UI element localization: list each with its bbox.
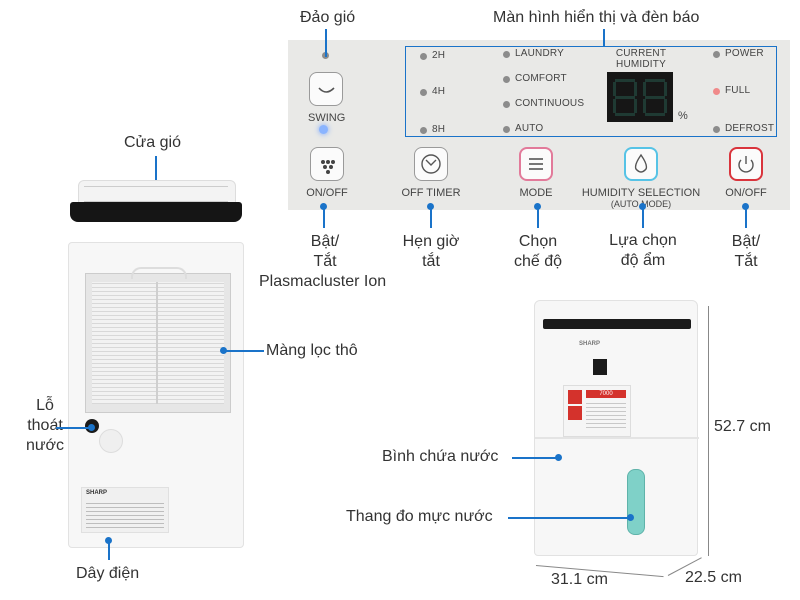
label-comfort: COMFORT	[515, 73, 567, 84]
dimension-width: 31.1 cm	[551, 571, 608, 588]
height-dimension-line	[708, 306, 709, 556]
off-timer-button[interactable]	[414, 147, 448, 181]
current-humidity-line1: CURRENT	[615, 48, 667, 59]
dimension-depth: 22.5 cm	[685, 569, 742, 586]
percent-sign: %	[678, 110, 688, 122]
mode-icon	[529, 158, 543, 170]
label-laundry: LAUNDRY	[515, 48, 565, 59]
swing-label: SWING	[308, 112, 346, 124]
control-panel: SWING 2H 4H 8H LAUNDRY COMFORT CONTINUOU…	[288, 40, 790, 210]
label-8h: 8H	[432, 124, 446, 135]
callout-humidity-line1: Lựa chọn	[609, 232, 677, 249]
callout-power-line1: Bật/	[731, 233, 761, 250]
rating-brand: SHARP	[86, 490, 108, 496]
led-4h	[420, 89, 427, 96]
callout-humidity: Lựa chọn độ ẩm	[602, 231, 684, 271]
led-auto	[503, 126, 510, 133]
callout-drain-line3: nước	[25, 437, 65, 454]
callout-humidity-line2: độ ẩm	[620, 252, 666, 269]
callout-mode-line2: chế độ	[513, 253, 563, 270]
dimension-height: 52.7 cm	[714, 418, 771, 435]
label-2h: 2H	[432, 50, 446, 61]
callout-power-line2: Tắt	[734, 253, 758, 270]
callout-cord: Dây điện	[76, 565, 140, 582]
led-power	[713, 51, 720, 58]
callout-plasmacluster-line1: Bật/	[310, 233, 340, 250]
plasmacluster-icon	[321, 160, 335, 174]
callout-drain: Lỗ thoát nước	[22, 396, 68, 456]
label-defrost: DEFROST	[725, 123, 775, 134]
callout-drain-line1: Lỗ	[36, 397, 54, 414]
filter-grille	[85, 273, 231, 413]
swing-icon	[318, 87, 335, 93]
led-laundry	[503, 51, 510, 58]
mode-label: MODE	[519, 187, 553, 199]
callout-display: Màn hình hiển thị và đèn báo	[493, 9, 700, 26]
led-defrost	[713, 126, 720, 133]
unit-front-view: SHARP 7000	[534, 300, 699, 556]
callout-tank: Bình chứa nước	[382, 448, 499, 465]
current-humidity-label: CURRENT HUMIDITY	[614, 48, 668, 70]
air-vent-cover	[70, 180, 242, 224]
power-onoff-label: ON/OFF	[725, 187, 767, 199]
humidity-lcd	[607, 72, 673, 122]
label-full: FULL	[725, 85, 751, 96]
power-button[interactable]	[729, 147, 763, 181]
rating-label: SHARP	[81, 487, 169, 533]
tank-seam	[535, 437, 699, 439]
swing-button[interactable]	[309, 72, 343, 106]
callout-drain-line2: thoát	[27, 417, 63, 434]
led-continuous	[503, 101, 510, 108]
callout-off-timer-line2: tắt	[422, 253, 440, 270]
callout-mode: Chọn chế độ	[503, 232, 573, 272]
led-comfort	[503, 76, 510, 83]
current-humidity-line2: HUMIDITY	[616, 59, 666, 70]
callout-off-timer-line1: Hẹn giờ	[402, 233, 460, 250]
led-full	[713, 88, 720, 95]
mode-button[interactable]	[519, 147, 553, 181]
callout-off-timer: Hẹn giờ tắt	[396, 232, 466, 272]
humidity-selection-button[interactable]	[624, 147, 658, 181]
label-4h: 4H	[432, 86, 446, 97]
callout-plasmacluster-line2: Tắt	[313, 253, 337, 270]
callout-mode-line1: Chọn	[518, 233, 558, 250]
label-auto: AUTO	[515, 123, 544, 134]
swing-active-led	[319, 125, 328, 134]
callout-plasmacluster-ion: Plasmacluster Ion	[259, 273, 387, 290]
unit-back-view: SHARP	[68, 242, 244, 548]
front-brand: SHARP	[579, 341, 601, 347]
callout-power: Bật/ Tắt	[712, 232, 780, 272]
callout-swing: Đảo gió	[300, 9, 356, 26]
callout-filter: Màng lọc thô	[266, 342, 358, 359]
droplet-icon	[634, 153, 648, 173]
front-air-outlet	[543, 319, 691, 329]
led-2h	[420, 53, 427, 60]
plasmacluster-onoff-label: ON/OFF	[306, 187, 348, 199]
plasmacluster-button[interactable]	[310, 147, 344, 181]
off-timer-label: OFF TIMER	[401, 187, 461, 199]
display-indicator-area	[405, 46, 777, 137]
callout-level-gauge: Thang đo mực nước	[346, 508, 493, 525]
timer-icon	[421, 154, 441, 174]
power-icon	[738, 156, 754, 173]
plasmacluster-badge	[593, 359, 607, 375]
water-level-gauge	[627, 469, 645, 535]
spec-sticker: 7000	[563, 385, 631, 437]
led-8h	[420, 127, 427, 134]
callout-air-vent: Cửa gió	[124, 134, 181, 151]
label-continuous: CONTINUOUS	[515, 98, 585, 109]
label-power: POWER	[725, 48, 764, 59]
sticker-value: 7000	[586, 390, 626, 398]
humidity-selection-label: HUMIDITY SELECTION	[581, 187, 701, 199]
callout-plasmacluster: Bật/ Tắt	[290, 232, 360, 272]
